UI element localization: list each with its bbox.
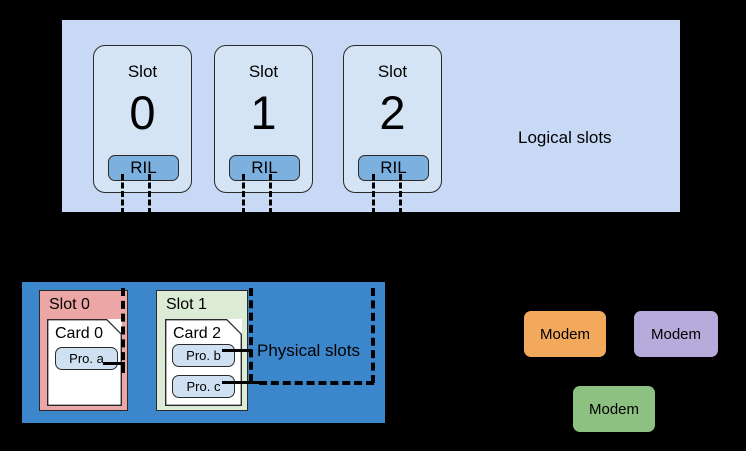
modem-3[interactable]: Modem bbox=[573, 386, 655, 432]
modem-1[interactable]: Modem bbox=[524, 311, 606, 357]
logical-slot-0[interactable]: Slot 0 RIL bbox=[93, 45, 192, 193]
ril-2-stub-left bbox=[372, 174, 375, 214]
card-0-label: Card 0 bbox=[55, 325, 104, 342]
physical-slot-1-label: Slot 1 bbox=[166, 296, 207, 313]
bus-line-bottom bbox=[259, 381, 374, 385]
logical-slot-1-word: Slot bbox=[248, 62, 279, 81]
logical-slot-1-ril[interactable]: RIL bbox=[229, 155, 300, 181]
ril-0-stub-right bbox=[148, 174, 151, 214]
logical-slot-1-number: 1 bbox=[250, 86, 277, 139]
bus-line-right bbox=[371, 288, 375, 383]
physical-slot-0[interactable]: Slot 0 Card 0 Pro. a bbox=[39, 290, 128, 411]
ril-0-stub-left bbox=[121, 174, 124, 214]
ril-1-stub-right bbox=[269, 174, 272, 214]
logical-slot-0-ril[interactable]: RIL bbox=[108, 155, 179, 181]
logical-slot-2[interactable]: Slot 2 RIL bbox=[343, 45, 442, 193]
modem-2[interactable]: Modem bbox=[634, 311, 718, 357]
connector-pro-a bbox=[103, 362, 125, 365]
logical-slot-2-ril[interactable]: RIL bbox=[358, 155, 429, 181]
profile-pro-c[interactable]: Pro. c bbox=[172, 375, 235, 398]
bus-line-slot-1 bbox=[249, 288, 253, 382]
logical-slot-2-number: 2 bbox=[379, 86, 406, 139]
logical-slot-0-number: 0 bbox=[129, 86, 156, 139]
physical-slots-label: Physical slots bbox=[257, 341, 360, 360]
physical-slot-1[interactable]: Slot 1 Card 2 Pro. b Pro. c bbox=[156, 290, 248, 411]
card-2[interactable]: Card 2 Pro. b Pro. c bbox=[165, 319, 242, 406]
logical-slot-2-word: Slot bbox=[377, 62, 408, 81]
profile-pro-b[interactable]: Pro. b bbox=[172, 344, 235, 367]
logical-slots-region: Slot 0 RIL Slot 1 RIL Slot 2 RIL Logical… bbox=[62, 20, 680, 212]
logical-slot-1[interactable]: Slot 1 RIL bbox=[214, 45, 313, 193]
profile-pro-a[interactable]: Pro. a bbox=[55, 347, 118, 370]
logical-slots-label: Logical slots bbox=[518, 128, 612, 147]
connector-pro-b bbox=[222, 349, 252, 352]
physical-slot-0-label: Slot 0 bbox=[49, 296, 90, 313]
connector-pro-c bbox=[222, 381, 262, 384]
logical-slot-0-word: Slot bbox=[127, 62, 158, 81]
bus-line-slot-0 bbox=[121, 288, 125, 373]
physical-slots-region: Slot 0 Card 0 Pro. a Slot 1 Card 2 Pro. … bbox=[22, 282, 385, 423]
card-2-label: Card 2 bbox=[173, 325, 222, 342]
ril-2-stub-right bbox=[399, 174, 402, 214]
ril-1-stub-left bbox=[242, 174, 245, 214]
